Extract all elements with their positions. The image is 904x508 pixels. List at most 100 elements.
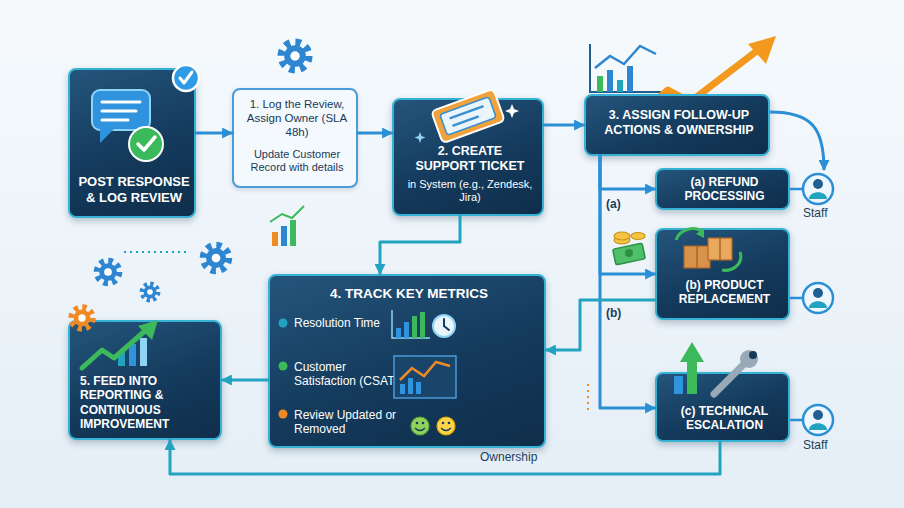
gear-icon — [97, 261, 119, 283]
sparkle-icon — [505, 104, 519, 118]
staff-icon — [803, 405, 833, 435]
bullet-dot — [279, 319, 288, 328]
step-box: 1. Log the Review, Assign Owner (SLA 48h… — [232, 88, 358, 188]
check-icon — [129, 127, 163, 161]
node-title: (a) REFUND PROCESSING — [663, 175, 786, 204]
node-title: 5. FEED INTO REPORTING & CONTINUOUS IMPR… — [80, 374, 216, 432]
staff-icon — [790, 188, 803, 191]
ticket-icon — [450, 106, 484, 118]
smiley-icon — [441, 428, 451, 431]
gear-icon — [204, 246, 229, 271]
flow-arrow — [600, 156, 655, 274]
chat-icon — [100, 129, 114, 143]
flow-arrow — [546, 300, 655, 350]
node-text: Customer Satisfaction (CSAT) — [294, 360, 404, 389]
start-box: POST RESPONSE & LOG REVIEW — [68, 68, 196, 218]
flow-arrow — [600, 156, 655, 189]
growth-icon — [129, 344, 136, 366]
line-chart-icon — [607, 70, 613, 92]
node-title: 3. ASSIGN FOLLOW-UP ACTIONS & OWNERSHIP — [596, 108, 762, 138]
box-icon — [722, 252, 741, 270]
line-chart-icon — [627, 66, 633, 92]
metric-chart-icon — [444, 319, 449, 330]
node-title: (b) PRODUCT REPLACEMENT — [663, 278, 786, 307]
owner-arrow — [770, 112, 824, 170]
bar-chart-icon — [272, 232, 278, 246]
bullet-dot — [279, 410, 288, 419]
money-icon — [613, 232, 646, 265]
metric-chart-icon — [394, 356, 456, 398]
check-icon — [173, 65, 199, 91]
metric-chart-icon — [404, 322, 409, 338]
smiley-icon — [448, 422, 451, 425]
staff-icon — [803, 283, 833, 313]
ticket-icon — [452, 116, 478, 126]
escalation-icon — [714, 362, 746, 394]
ticket-icon — [431, 89, 505, 144]
box-icon — [684, 246, 710, 268]
box-icon — [696, 246, 698, 268]
metrics-box: 4. TRACK KEY METRICSResolution TimeCusto… — [268, 274, 546, 448]
growth-icon — [140, 338, 147, 366]
staff-icon — [790, 419, 803, 422]
gear-icon — [142, 284, 158, 300]
line-chart-icon — [597, 76, 603, 92]
smiley-icon — [416, 422, 419, 425]
staff-icon — [790, 174, 833, 435]
escalation-icon — [674, 376, 683, 394]
trend-arrow-icon — [748, 36, 776, 64]
branch-label: (a) — [606, 197, 621, 211]
box-icon — [708, 238, 732, 260]
owner-arrow — [770, 112, 824, 170]
smiley-icon — [415, 428, 425, 431]
chat-icon — [92, 90, 150, 130]
sparkle-icon — [415, 132, 426, 143]
money-icon — [613, 243, 646, 265]
chat-icon — [102, 101, 140, 104]
growth-icon — [72, 308, 159, 369]
smiley-icon — [442, 422, 445, 425]
escalation-icon — [749, 351, 757, 359]
flow-arrow — [544, 124, 584, 127]
staff-icon — [790, 297, 803, 300]
end-box: 5. FEED INTO REPORTING & CONTINUOUS IMPR… — [68, 320, 222, 440]
bullet-dot — [279, 319, 288, 419]
metric-chart-icon — [416, 382, 421, 394]
smiley-icon — [411, 417, 455, 435]
gear-icon — [282, 43, 309, 70]
bar-chart-icon — [290, 220, 296, 246]
metric-chart-icon — [392, 310, 430, 338]
metric-chart-icon — [392, 310, 456, 398]
staff-icon — [803, 174, 833, 204]
check-icon — [138, 137, 155, 150]
node-text: Review Updated or Removed — [294, 408, 414, 437]
node-text: Resolution Time — [294, 316, 384, 330]
role-label: Staff — [803, 206, 827, 220]
box-icon — [719, 238, 721, 260]
node-title: (c) TECHNICAL ESCALATION — [663, 404, 786, 433]
flow-arrow — [358, 132, 392, 135]
action-box: (c) TECHNICAL ESCALATION — [655, 372, 790, 442]
escalation-icon — [680, 342, 704, 362]
metric-chart-icon — [433, 315, 455, 337]
chat-icon — [102, 119, 128, 122]
chat-icon — [92, 90, 150, 143]
flow-arrow — [170, 440, 720, 474]
smiley-icon — [411, 417, 429, 435]
chat-icon — [102, 110, 136, 113]
smiley-icon — [422, 422, 425, 425]
flow-arrow — [380, 216, 460, 274]
bar-chart-icon — [270, 206, 304, 246]
box-icon — [676, 228, 741, 270]
step-box: 2. CREATE SUPPORT TICKETin System (e.g.,… — [392, 98, 544, 216]
node-title: 1. Log the Review, Assign Owner (SLA 48h… — [240, 98, 354, 139]
check-icon — [129, 65, 199, 161]
flow-arrow — [600, 156, 655, 408]
dotted-decoration — [587, 384, 589, 414]
line-chart-icon — [595, 46, 656, 68]
ticket-icon — [440, 97, 496, 135]
growth-icon — [118, 352, 125, 366]
